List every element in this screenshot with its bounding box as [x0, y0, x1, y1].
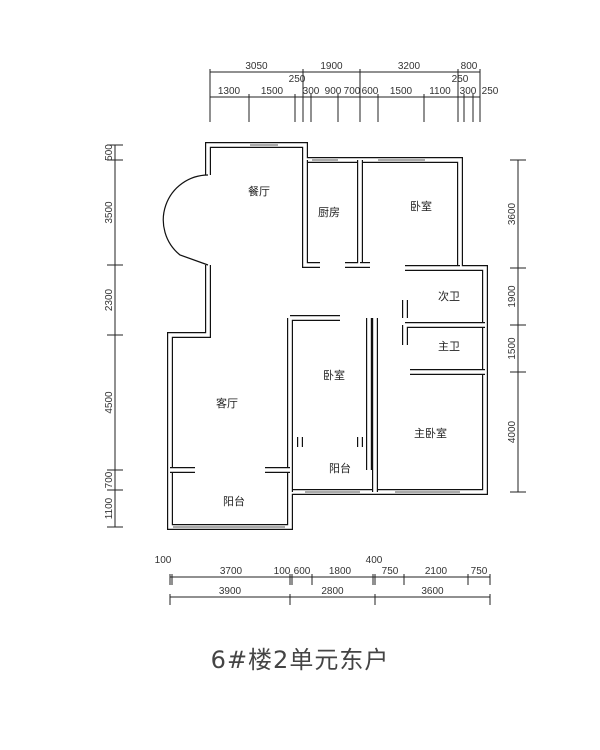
wall-inner	[206, 143, 487, 494]
room-balcony-living: 阳台	[223, 494, 245, 508]
wall	[167, 265, 375, 530]
dim-left-label: 500	[104, 144, 115, 161]
wall	[297, 437, 363, 447]
dim-bottom-inner-label: 3700	[220, 566, 243, 577]
wall	[402, 300, 485, 375]
dim-left-label: 3500	[104, 201, 115, 224]
dim-left-label: 1100	[104, 497, 115, 519]
dim-bottom-inner-label: 750	[471, 566, 488, 577]
dim-right-label: 1900	[507, 285, 518, 308]
dim-left-label: 4500	[104, 391, 115, 414]
room-balcony-mid: 阳台	[329, 461, 351, 475]
room-living: 客厅	[216, 396, 238, 410]
plan-title: 6#楼2单元东户	[210, 646, 390, 674]
dim-top-inner-label: 600	[362, 86, 379, 97]
dim-top-inner-label: 300	[303, 86, 320, 97]
wall-inner	[288, 316, 340, 492]
dim-bottom-inner-label: 600	[294, 566, 311, 577]
room-kitchen: 厨房	[318, 206, 340, 219]
dim-top-inner-label: 1300	[218, 86, 241, 97]
dim-bottom-inner-label: 750	[382, 566, 399, 577]
dim-left-label: 2300	[104, 288, 115, 311]
room-dining: 餐厅	[248, 184, 270, 198]
dim-top-outer-label: 3200	[398, 61, 421, 72]
dim-top-inner-label: 900	[325, 86, 342, 97]
dim-bottom-inner-label: 2100	[425, 566, 448, 577]
room-bedroom-mid: 卧室	[323, 368, 345, 382]
room-master-bedroom: 主卧室	[414, 426, 447, 440]
dim-right-label: 4000	[507, 420, 518, 443]
wall	[345, 160, 363, 268]
dim-bottom-outer-label: 3900	[219, 586, 242, 597]
dim-top-inner-label: 1500	[390, 86, 413, 97]
dim-top-inner-label: 700	[344, 86, 361, 97]
walls	[162, 142, 488, 530]
dim-bottom-inner-label: 100	[155, 555, 172, 566]
room-master-bath: 主卫	[438, 340, 460, 353]
dim-bottom-inner-label: 400	[366, 555, 383, 566]
dim-top-inner-label: 1100	[429, 86, 451, 97]
dim-top-inner-label: 300	[460, 86, 477, 97]
wall-inner	[403, 300, 485, 374]
dim-top-inner-label: 250	[482, 86, 499, 97]
dim-top-outer-label: 3050	[245, 61, 268, 72]
dim-right-label: 1500	[507, 337, 518, 360]
entry-door	[162, 174, 209, 266]
dim-top-inner-label: 250	[289, 74, 306, 85]
dim-bottom-outer-label: 3600	[421, 586, 444, 597]
room-second-bath: 次卫	[438, 289, 460, 303]
dim-bottom-inner-label: 1800	[329, 566, 352, 577]
wall-inner	[303, 160, 320, 267]
wall-inner	[168, 265, 375, 529]
wall-inner	[298, 437, 362, 447]
dim-top-outer-label: 1900	[320, 61, 343, 72]
dim-top-inner-label: 250	[452, 74, 469, 85]
dim-right-label: 3600	[507, 202, 518, 225]
dim-left-label: 700	[104, 471, 115, 488]
room-labels: 餐厅 厨房 卧室 次卫 主卫 卧室 客厅 主卧室 阳台 阳台	[216, 184, 460, 508]
dim-top-outer-label: 800	[461, 61, 478, 72]
dim-top-inner-label: 1500	[261, 86, 284, 97]
wall-inner	[367, 318, 377, 492]
dim-bottom-inner-label: 100	[274, 566, 291, 577]
room-bedroom-north: 卧室	[410, 199, 432, 213]
dim-bottom-outer-label: 2800	[321, 586, 344, 597]
